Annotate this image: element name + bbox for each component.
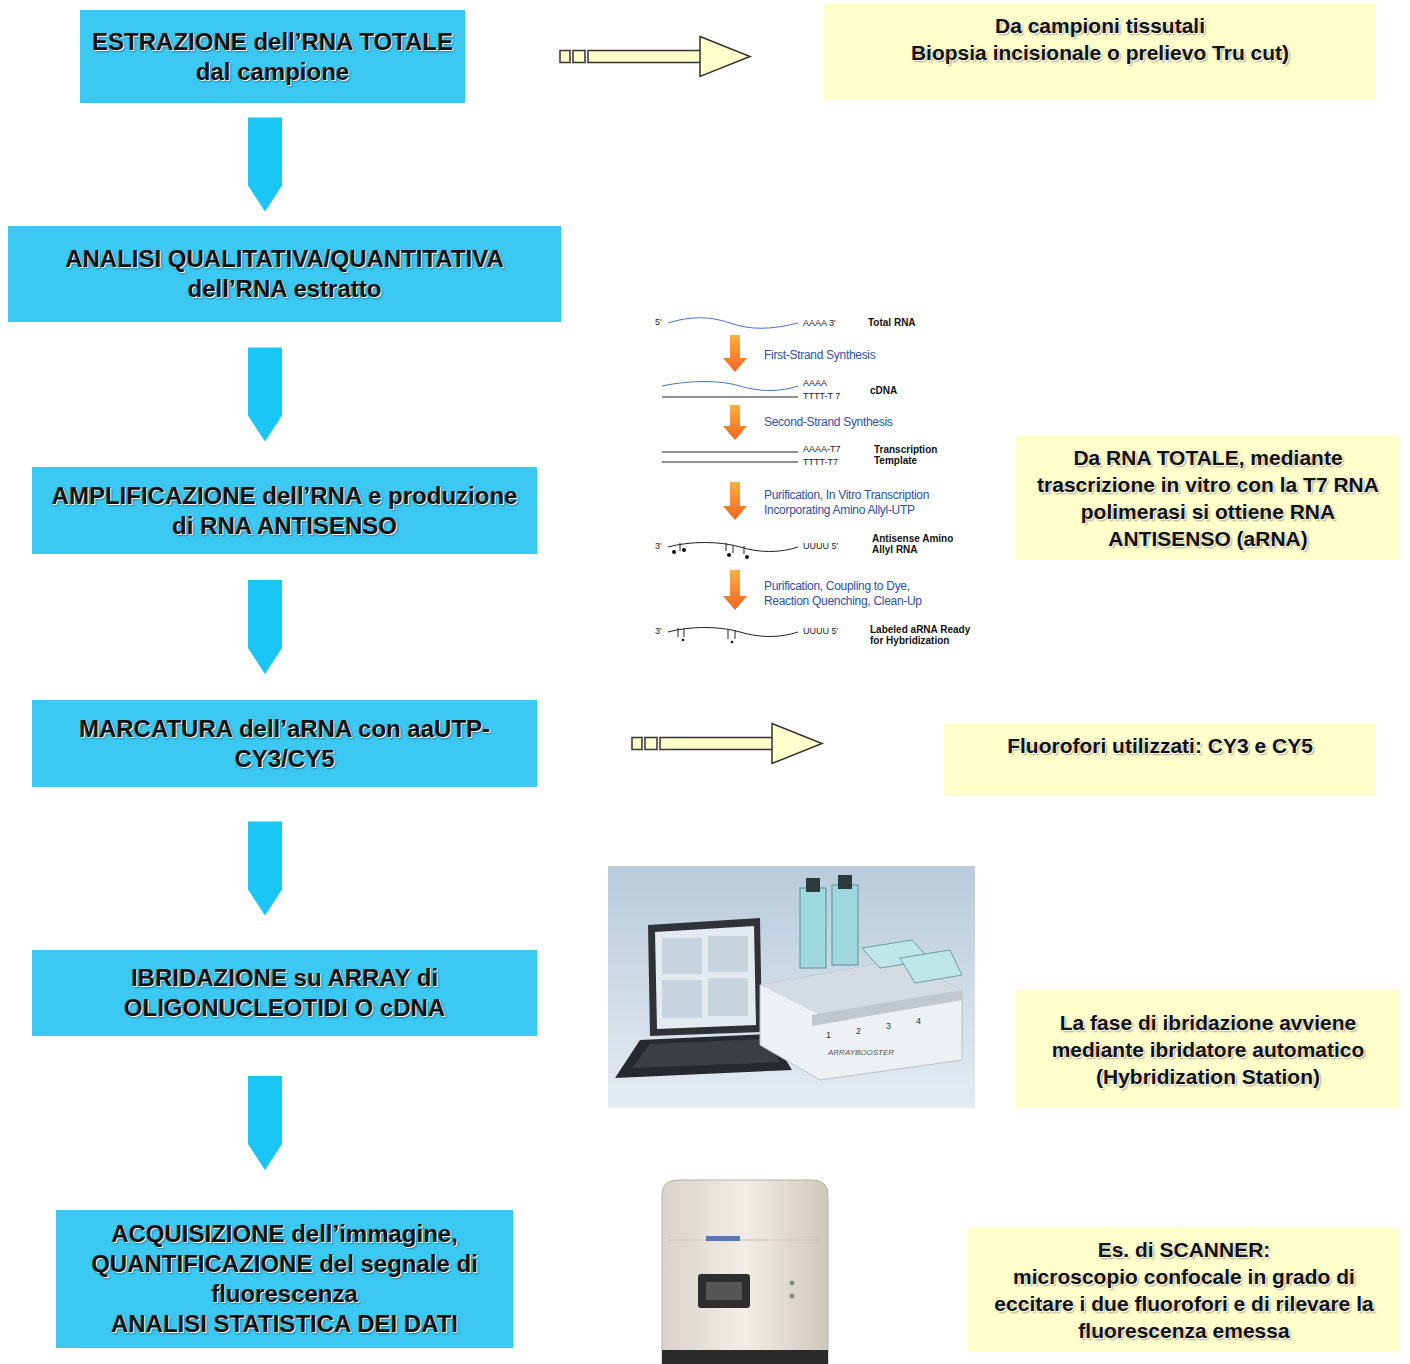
diagram-label: ARRAYBOOSTER	[828, 1048, 894, 1058]
note-box: La fase di ibridazione avviene mediante …	[1016, 990, 1400, 1108]
step-text: AMPLIFICAZIONE dell’RNA e produzione di …	[42, 481, 527, 541]
step-text: MARCATURA dell’aRNA con aaUTP-CY3/CY5	[42, 714, 527, 774]
diagram-label: Labeled aRNA Ready for Hybridization	[870, 624, 980, 646]
process-box: IBRIDAZIONE su ARRAY di OLIGONUCLEOTIDI …	[32, 950, 537, 1036]
flow-arrow	[248, 348, 282, 442]
diagram-label: 5'	[655, 317, 662, 328]
diagram-label: TTTT-T7	[803, 457, 838, 468]
box-content: IBRIDAZIONE su ARRAY di OLIGONUCLEOTIDI …	[42, 963, 527, 1023]
diagram-label: Total RNA	[868, 317, 916, 328]
process-box: ACQUISIZIONE dell’immagine, QUANTIFICAZI…	[56, 1210, 513, 1348]
box-content: La fase di ibridazione avviene mediante …	[1030, 1009, 1386, 1090]
box-content: Da RNA TOTALE, mediante trascrizione in …	[1026, 444, 1390, 552]
diagram-label: AAAA	[803, 378, 827, 389]
diagram-label: Transcription Template	[874, 444, 952, 466]
note-box: Da RNA TOTALE, mediante trascrizione in …	[1016, 436, 1400, 560]
diagram-label: 3'	[655, 541, 662, 552]
note-box: Fluorofori utilizzati: CY3 e CY5	[944, 724, 1376, 796]
rna-dots	[672, 548, 749, 643]
step-text: IBRIDAZIONE su ARRAY di OLIGONUCLEOTIDI …	[42, 963, 527, 1023]
orange-arrows	[723, 335, 747, 610]
diagram-label: UUUU 5'	[803, 626, 838, 637]
diagram-label: Purification, Coupling to Dye, Reaction …	[764, 579, 949, 609]
hollow-arrow	[560, 37, 750, 77]
diagram-label: 1	[826, 1030, 831, 1040]
note-text: Da RNA TOTALE, mediante trascrizione in …	[1026, 444, 1390, 552]
box-content: ACQUISIZIONE dell’immagine, QUANTIFICAZI…	[76, 1219, 493, 1339]
diagram-label: First-Strand Synthesis	[764, 348, 875, 363]
diagram-label: AAAA-T7	[803, 444, 841, 455]
note-text: Fluorofori utilizzati: CY3 e CY5	[954, 732, 1366, 759]
process-box: ANALISI QUALITATIVA/QUANTITATIVA dell’RN…	[8, 226, 561, 322]
diagram-label: 3	[886, 1021, 891, 1031]
box-content: MARCATURA dell’aRNA con aaUTP-CY3/CY5	[42, 714, 527, 774]
diagram-label: cDNA	[870, 385, 897, 396]
scanner-photo	[662, 1180, 828, 1364]
step-text: ACQUISIZIONE dell’immagine, QUANTIFICAZI…	[76, 1219, 493, 1309]
diagram-label: TTTT-T 7	[803, 391, 840, 402]
note-box: Da campioni tissutaliBiopsia incisionale…	[824, 4, 1376, 100]
flow-arrow	[248, 580, 282, 674]
note-text: Es. di SCANNER:	[982, 1236, 1386, 1263]
diagram-label: 4	[916, 1016, 921, 1026]
diagram-label: 2	[856, 1026, 861, 1036]
hollow-arrow	[632, 724, 822, 764]
box-content: ESTRAZIONE dell’RNA TOTALE dal campione	[90, 27, 455, 87]
rna-scheme	[662, 318, 798, 639]
process-box: AMPLIFICAZIONE dell’RNA e produzione di …	[32, 467, 537, 554]
flow-arrow	[248, 118, 282, 212]
process-box: ESTRAZIONE dell’RNA TOTALE dal campione	[80, 10, 465, 103]
flow-arrow	[248, 822, 282, 916]
box-content: Es. di SCANNER:microscopio confocale in …	[982, 1236, 1386, 1344]
box-content: Da campioni tissutaliBiopsia incisionale…	[834, 12, 1366, 66]
box-content: AMPLIFICAZIONE dell’RNA e produzione di …	[42, 481, 527, 541]
note-text: La fase di ibridazione avviene mediante …	[1030, 1009, 1386, 1090]
note-text: Biopsia incisionale o prelievo Tru cut)	[834, 39, 1366, 66]
hybridization-station-photo	[608, 866, 975, 1108]
box-content: Fluorofori utilizzati: CY3 e CY5	[954, 732, 1366, 759]
process-box: MARCATURA dell’aRNA con aaUTP-CY3/CY5	[32, 700, 537, 787]
flow-arrow	[248, 1076, 282, 1170]
diagram-label: Antisense Amino Allyl RNA	[872, 533, 964, 555]
step-text: ANALISI QUALITATIVA/QUANTITATIVA dell’RN…	[18, 244, 551, 304]
note-text: microscopio confocale in grado di eccita…	[982, 1263, 1386, 1344]
step-text: ANALISI STATISTICA DEI DATI	[76, 1309, 493, 1339]
diagram-label: AAAA 3'	[803, 318, 836, 329]
note-text: Da campioni tissutali	[834, 12, 1366, 39]
diagram-label: Purification, In Vitro Transcription Inc…	[764, 488, 979, 518]
diagram-label: Second-Strand Synthesis	[764, 415, 893, 430]
diagram-label: 3'	[655, 626, 662, 637]
box-content: ANALISI QUALITATIVA/QUANTITATIVA dell’RN…	[18, 244, 551, 304]
note-box: Es. di SCANNER:microscopio confocale in …	[968, 1228, 1400, 1352]
step-text: ESTRAZIONE dell’RNA TOTALE dal campione	[90, 27, 455, 87]
diagram-label: UUUU 5'	[803, 541, 838, 552]
